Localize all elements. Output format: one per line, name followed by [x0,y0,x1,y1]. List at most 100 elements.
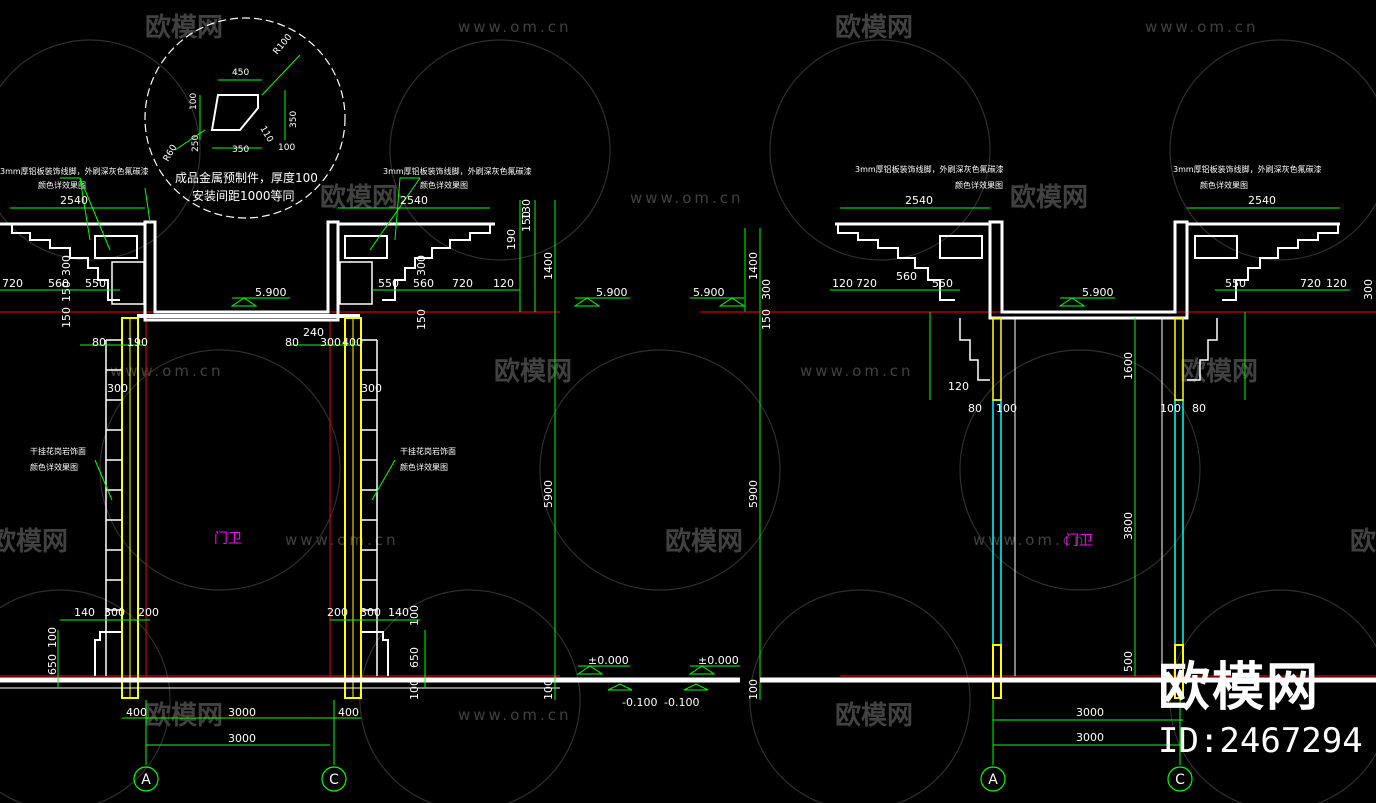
dim-label: 150 [520,211,533,232]
right-plinth [361,631,389,676]
dim-label: 550 [1225,277,1246,290]
badge-id: ID:2467294 [1158,721,1363,761]
id-badge: 欧模网 ID:2467294 [1158,662,1363,758]
dim-label: 140 [388,606,409,619]
axis-label: A [988,772,998,788]
dim-label: 200 [327,606,348,619]
dim-label: 150 [60,281,73,302]
watermark-logo: 欧模网 [1180,356,1258,387]
callout-note: 安装间距1000等同 [192,188,295,203]
dim-label: 3800 [1122,512,1135,540]
left-cornice [837,224,955,301]
callout-dim: 450 [232,68,249,78]
detail-callout: 450 R100 100 350 250 350 100 R60 110 成品金… [144,17,346,223]
dim-label: 3000 [228,706,256,719]
dim-label: 100 [747,679,760,700]
dim-label: 120 [832,277,853,290]
dim-label: 150 [60,307,73,328]
dim-label: 400 [126,706,147,719]
callout-dim: 100 [189,93,199,110]
dim-label: 300 [104,606,125,619]
dim-label: 2540 [1248,194,1276,207]
cornice-block [939,235,983,259]
wall-top-right [1174,317,1184,401]
dim-label: 3000 [1076,731,1104,744]
axis-bubble-c: C [1167,766,1193,792]
dim-label: 130 [520,199,533,220]
callout-dim: R60 [162,143,180,164]
cornice-note: 3mm厚铝板装饰线脚，外刷深灰色氟碳漆 [0,166,149,176]
dim-label: 300 [360,606,381,619]
dim-label: 550 [85,277,106,290]
wall-note: 颜色详效果图 [400,462,448,472]
dim-label: 80 [1192,402,1206,415]
dim-label: 100 [408,605,421,626]
callout-dim: 350 [232,145,249,155]
wall-base-left [992,644,1002,699]
watermark-logo: 欧模网 [835,12,913,43]
axis-label: C [1175,772,1185,788]
dim-label: 1400 [747,252,760,280]
window-frame-right [1174,399,1184,646]
dim-label: 150 [415,309,428,330]
wall-note: 干挂花岗岩饰面 [30,446,86,456]
dim-label: 650 [46,654,59,675]
dim-label: 150 [760,309,773,330]
dim-label: 200 [138,606,159,619]
dim-label: 80 [92,336,106,349]
dim-label: 720 [856,277,877,290]
wall-top-left [992,317,1002,401]
dim-label: 400 [338,706,359,719]
watermark-logo: 欧模网 [145,700,223,731]
dim-label: 2540 [905,194,933,207]
callout-dim: 250 [191,135,201,152]
watermark-url: www.om.cn [630,189,744,207]
cornice-block [344,235,388,259]
axis-bubble-a: A [980,766,1006,792]
dim-label: 100 [1160,402,1181,415]
dim-label: 720 [452,277,473,290]
room-label: 门卫 [214,531,242,547]
dim-label: 140 [74,606,95,619]
right-cornice-drop [1187,318,1218,381]
watermark-url: www.om.cn [458,706,572,724]
cornice-block [339,261,373,305]
watermark-url: www.om.cn [110,362,224,380]
dim-label: 2540 [60,194,88,207]
dim-label: 2540 [400,194,428,207]
elevation-label: 5.900 [693,286,725,299]
dim-label: 120 [1326,277,1347,290]
watermark-url: www.om.cn [285,531,399,549]
watermark-logo: 欧模网 [1010,182,1088,213]
roof-parapet [143,220,340,322]
wall-base-right [1174,644,1184,699]
dim-label: 100 [996,402,1017,415]
elevation-marker [230,297,740,691]
leader-line [371,459,396,501]
dim-label: 300 [60,255,73,276]
dim-label: 1600 [1122,352,1135,380]
watermark-circles [0,39,1376,803]
watermark-logo: 欧模网 [145,12,223,43]
dim-label: 560 [896,270,917,283]
badge-brand: 欧模网 [1158,658,1321,718]
dim-label: 300 [361,382,382,395]
callout-dim: 350 [289,111,299,128]
axis-label: A [141,772,151,788]
cornice-note: 颜色详效果图 [1200,180,1248,190]
watermark-logo: 欧模网 [0,526,68,557]
wall-note: 颜色详效果图 [30,462,78,472]
elevation-label: ±0.000 [698,654,739,667]
window-frame-left [992,399,1002,646]
watermark-url: www.om.cn [1145,18,1259,36]
dim-label: 300 [107,382,128,395]
leader-line [94,459,113,501]
left-plinth [94,631,122,676]
watermark-logo: 欧模网 [1350,526,1376,557]
dim-label: 720 [2,277,23,290]
dim-label: 300 [760,279,773,300]
cornice-note: 颜色详效果图 [420,180,468,190]
dim-label: 650 [408,647,421,668]
callout-note: 成品金属预制件，厚度100 [175,170,318,185]
dim-label: 3000 [228,732,256,745]
